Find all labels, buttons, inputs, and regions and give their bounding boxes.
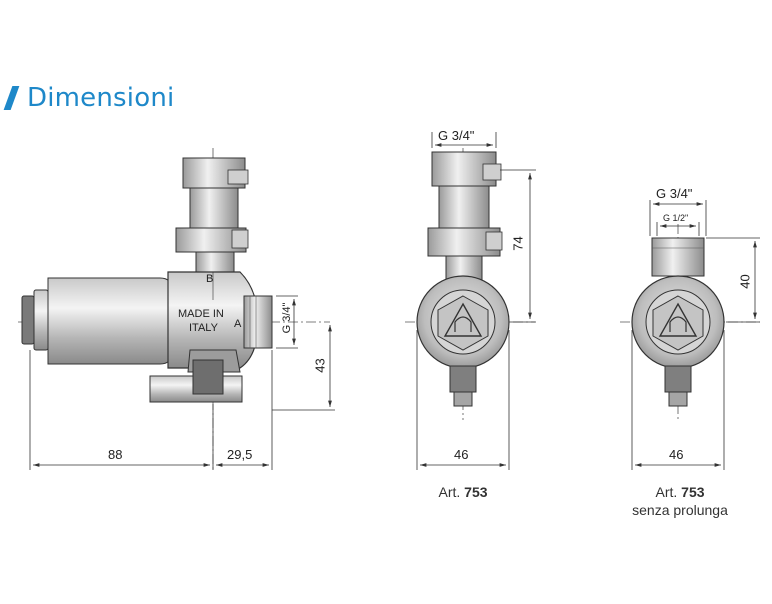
center-caption-prefix: Art. bbox=[438, 484, 461, 500]
center-caption: Art. 753 bbox=[413, 484, 513, 500]
right-thread-inner-label: G 1/2" bbox=[663, 213, 689, 223]
center-height-dim: 74 bbox=[510, 236, 526, 251]
right-caption-prefix: Art. bbox=[655, 484, 678, 500]
left-length2-dim: 29,5 bbox=[227, 447, 253, 462]
right-width-dim: 46 bbox=[669, 447, 684, 462]
right-height-dim: 40 bbox=[737, 274, 753, 289]
right-view bbox=[620, 200, 760, 470]
right-thread-outer-label: G 3/4" bbox=[656, 186, 693, 201]
section-title: Dimensioni bbox=[27, 83, 175, 113]
left-height-dim: 43 bbox=[312, 358, 328, 373]
center-view bbox=[405, 132, 536, 470]
center-width-dim: 46 bbox=[454, 447, 469, 462]
center-thread-label: G 3/4" bbox=[438, 128, 475, 143]
left-length-dim: 88 bbox=[108, 447, 123, 462]
right-caption: Art. 753 bbox=[620, 484, 740, 500]
section-heading: Dimensioni bbox=[3, 80, 175, 116]
left-thread-label: G 3/4" bbox=[281, 302, 293, 334]
marking-italy: ITALY bbox=[189, 322, 218, 334]
port-a-label: A bbox=[234, 318, 242, 330]
right-caption-note: senza prolunga bbox=[632, 502, 728, 518]
left-view bbox=[18, 148, 335, 470]
center-caption-code: 753 bbox=[464, 484, 488, 500]
port-b-label: B bbox=[206, 273, 214, 285]
right-caption-code: 753 bbox=[681, 484, 705, 500]
marking-made-in: MADE IN bbox=[178, 308, 224, 320]
